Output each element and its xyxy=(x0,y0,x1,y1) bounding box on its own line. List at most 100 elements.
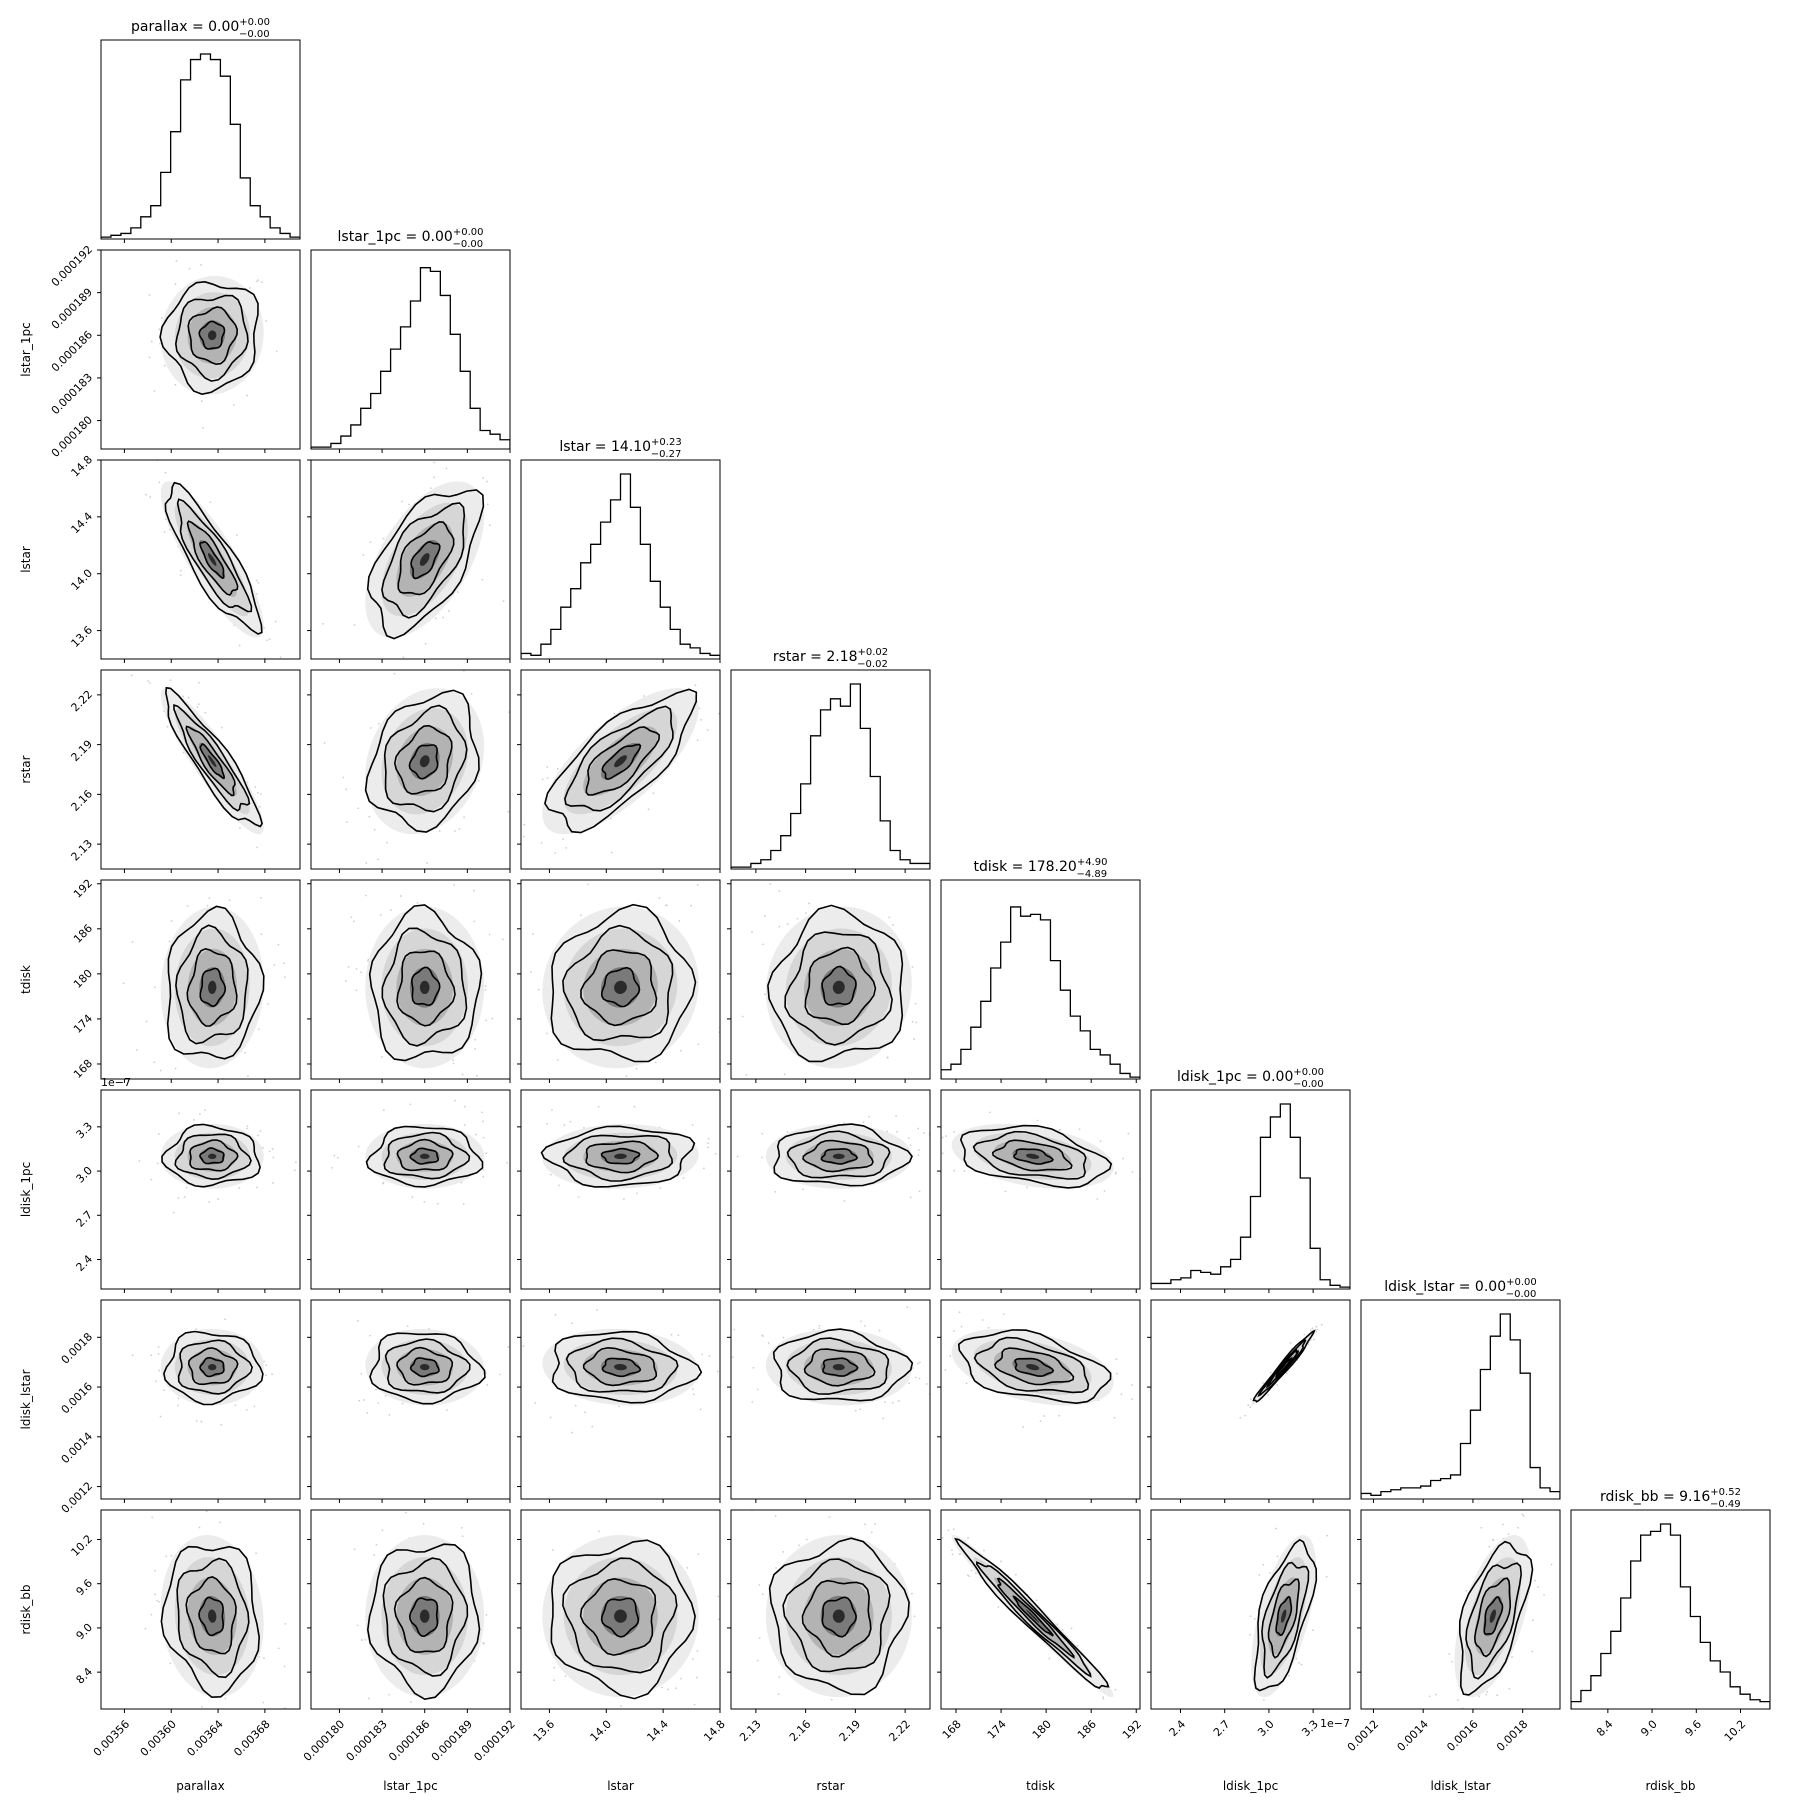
scatter-point xyxy=(1127,1132,1130,1135)
scatter-point xyxy=(981,1319,984,1321)
scatter-point xyxy=(192,248,194,250)
scatter-point xyxy=(1267,1393,1269,1396)
scatter-point xyxy=(263,626,266,629)
scatter-point xyxy=(475,1074,478,1077)
scatter-point xyxy=(521,499,523,501)
scatter-point xyxy=(1249,1633,1251,1636)
scatter-point xyxy=(936,1346,938,1348)
contour-line xyxy=(1014,1357,1055,1378)
scatter-point xyxy=(1262,1563,1265,1566)
contour-line xyxy=(166,905,265,1060)
scatter-point xyxy=(154,1593,156,1596)
scatter-point xyxy=(1048,1657,1051,1660)
contour-line xyxy=(199,540,225,579)
scatter-point xyxy=(1004,1190,1007,1193)
scatter-point xyxy=(987,1326,990,1329)
density-level xyxy=(1281,1364,1287,1371)
contour-line xyxy=(954,1537,1110,1689)
y-tick-label: 0.000180 xyxy=(49,414,95,460)
scatter-point xyxy=(486,503,489,506)
scatter-point xyxy=(255,1552,258,1555)
scatter-point xyxy=(411,1196,414,1199)
scatter-point xyxy=(163,364,166,367)
panel-lstar_1pc-lstar_1pc xyxy=(311,267,510,449)
scatter-point xyxy=(257,279,259,281)
scatter-point xyxy=(1511,1656,1513,1658)
scatter-point xyxy=(953,1131,956,1133)
scatter-point xyxy=(147,680,150,683)
scatter-point xyxy=(501,938,504,941)
scatter-point xyxy=(256,791,259,794)
scatter-point xyxy=(886,1056,889,1059)
x-tick-label: 14.8 xyxy=(701,1718,728,1745)
panel-frame xyxy=(310,669,511,870)
scatter-point xyxy=(892,924,895,926)
scatter-point xyxy=(481,1111,483,1114)
y-tick-label: 0.000189 xyxy=(49,286,95,332)
scatter-point xyxy=(260,896,262,899)
scatter-point xyxy=(554,851,557,854)
density-level xyxy=(419,1609,430,1623)
scatter-point xyxy=(208,1201,211,1203)
panel-frame xyxy=(100,1089,301,1290)
scatter-point xyxy=(932,1346,934,1348)
scatter-point xyxy=(697,1553,700,1556)
scatter-point xyxy=(345,821,348,824)
contour-line xyxy=(187,1347,239,1386)
scatter-point xyxy=(1502,1523,1504,1526)
contour-line xyxy=(804,946,877,1026)
x-tick-label: 2.7 xyxy=(1211,1718,1233,1740)
scatter-point xyxy=(447,1508,449,1510)
scatter-point xyxy=(382,1109,385,1112)
x-tick-label: 0.000183 xyxy=(344,1718,390,1764)
scatter-point xyxy=(782,1551,785,1553)
contour-line xyxy=(585,1140,660,1174)
scatter-point xyxy=(563,1124,566,1127)
scatter-point xyxy=(863,1324,866,1327)
histogram-rstar xyxy=(731,683,930,869)
scatter-point xyxy=(235,534,238,536)
contour-line xyxy=(600,966,641,1008)
panel-frame xyxy=(100,39,301,240)
x-tick-label: 186 xyxy=(1075,1718,1099,1742)
scatter-point xyxy=(769,883,771,885)
scatter-point xyxy=(553,1666,556,1669)
scatter-point xyxy=(266,639,268,642)
scatter-point xyxy=(537,988,540,991)
scatter-point xyxy=(1295,1657,1298,1660)
scatter-point xyxy=(696,1676,698,1679)
x-tick-label: 0.00368 xyxy=(231,1718,272,1759)
scatter-point xyxy=(1262,1382,1265,1384)
scatter-point xyxy=(728,674,730,676)
x-tick-label: 10.2 xyxy=(1722,1718,1749,1745)
scatter-point xyxy=(263,1657,265,1660)
scatter-point xyxy=(144,1627,147,1630)
scatter-point xyxy=(148,356,151,359)
scatter-point xyxy=(268,1150,271,1153)
scatter-point xyxy=(733,1328,736,1331)
scatter-point xyxy=(157,1346,160,1348)
scatter-point xyxy=(265,1364,267,1367)
contour-line xyxy=(410,966,441,1007)
scatter-point xyxy=(761,1334,764,1337)
panel-tdisk-lstar xyxy=(530,883,720,1096)
histogram-ldisk_1pc xyxy=(1151,1103,1350,1289)
scatter-point xyxy=(265,1374,267,1377)
scatter-point xyxy=(916,1142,918,1144)
scatter-point xyxy=(592,1094,594,1096)
scatter-point xyxy=(554,1313,557,1316)
panel-frame xyxy=(1360,1299,1561,1500)
scatter-point xyxy=(170,920,173,923)
scatter-point xyxy=(909,1144,912,1147)
contour-line xyxy=(382,1557,469,1677)
x-offset-text-ldisk_1pc: 1e−7 xyxy=(1320,1717,1350,1730)
scatter-point xyxy=(937,1274,939,1276)
scatter-point xyxy=(322,622,324,625)
scatter-point xyxy=(716,1077,718,1079)
scatter-point xyxy=(585,1710,587,1712)
scatter-point xyxy=(483,1642,486,1645)
contour-line xyxy=(396,1346,454,1386)
contour-line xyxy=(585,726,661,796)
scatter-point xyxy=(706,729,709,732)
scatter-point xyxy=(818,1324,821,1327)
